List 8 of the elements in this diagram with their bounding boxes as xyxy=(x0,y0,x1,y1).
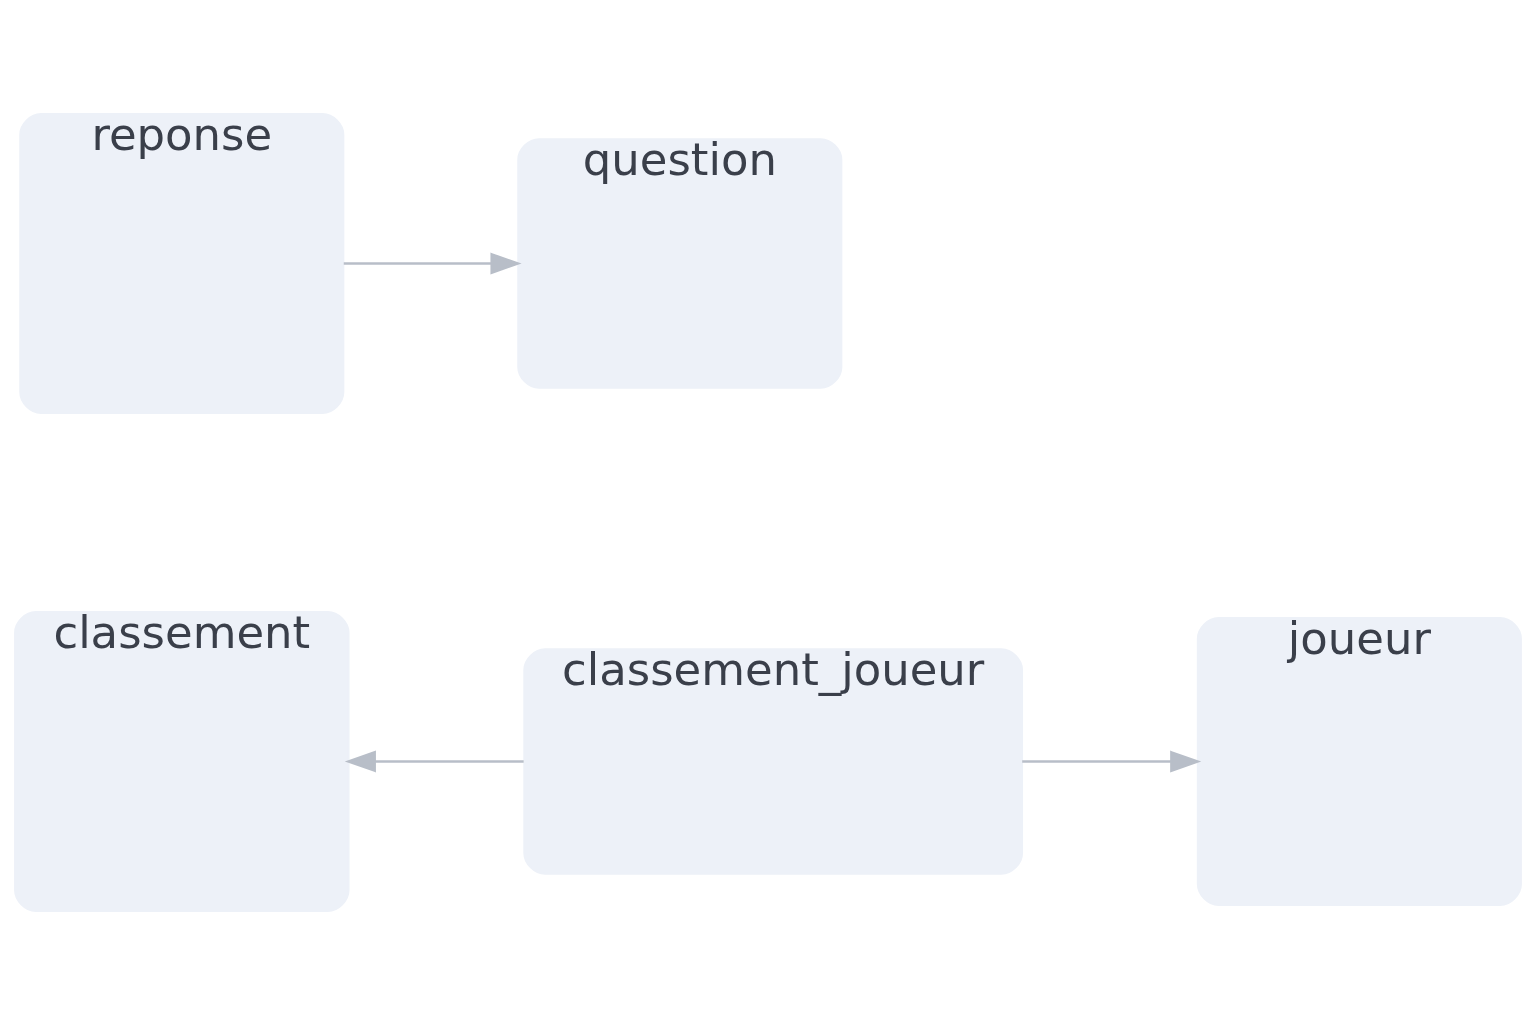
node-box: classement xyxy=(14,610,350,912)
node-box: reponse xyxy=(19,112,345,414)
node-box: classement_joueur xyxy=(523,647,1024,875)
node-box: question xyxy=(517,137,843,389)
arrow xyxy=(1022,750,1202,772)
arrow xyxy=(344,750,524,772)
arrow xyxy=(343,252,522,274)
node-box: joueur xyxy=(1196,616,1522,906)
